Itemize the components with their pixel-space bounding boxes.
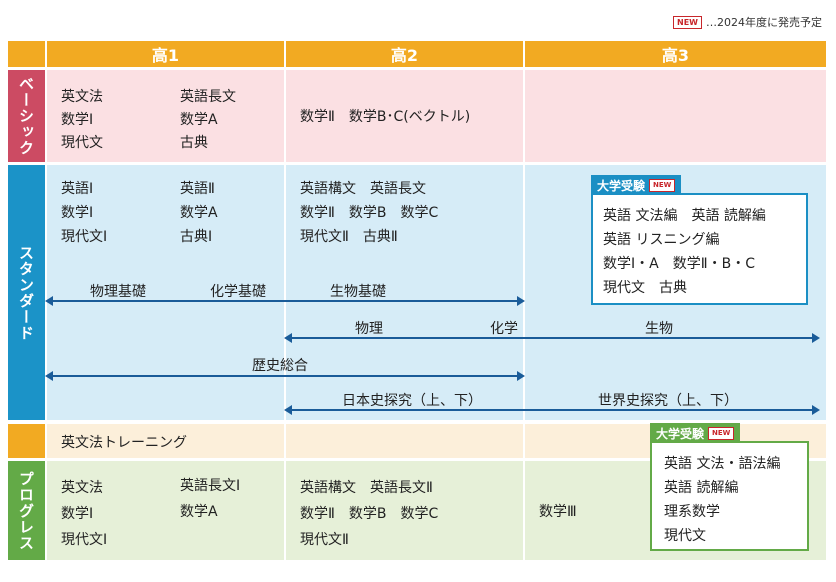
exam-item: 理系数学 [664, 504, 720, 520]
range-arrow-history-inquiry [284, 405, 820, 415]
exam-header-progress: 大学受験 NEW [650, 423, 741, 443]
basic-grade2-cell: 数学Ⅱ 数学B･C(ベクトル) [286, 70, 523, 162]
progress-grade1-cell: 英文法 英語長文Ⅰ 数学Ⅰ 数学A 現代文Ⅰ [47, 461, 284, 560]
basic-grade3-cell [525, 70, 826, 162]
standard-grade1-cell: 英語Ⅰ 英語Ⅱ 数学Ⅰ 数学A 現代文Ⅰ 古典Ⅰ [47, 165, 284, 420]
course-item: 数学Ⅲ [539, 504, 577, 520]
arrow-label: 化学基礎 [210, 284, 266, 300]
course-item: 数学A [180, 205, 218, 221]
course-item: 数学Ⅰ [61, 506, 94, 522]
course-item: 数学Ⅱ 数学B･C(ベクトル) [300, 109, 471, 125]
row-label-training [8, 424, 45, 458]
exam-item: 英語 読解編 [664, 480, 739, 496]
new-badge: NEW [649, 178, 676, 192]
course-item: 英文法 [61, 480, 103, 496]
standard-grade2-cell: 英語構文 英語長文 数学Ⅱ 数学B 数学C 現代文Ⅱ 古典Ⅱ [286, 165, 523, 420]
exam-item: 英語 リスニング編 [603, 232, 720, 248]
arrow-label: 歴史総合 [252, 358, 308, 374]
course-item: 数学Ⅰ [61, 205, 94, 221]
grade-header-1: 高1 [47, 41, 284, 67]
new-badge: NEW [708, 426, 735, 440]
course-item: 古典Ⅰ [180, 229, 213, 245]
arrow-label: 生物 [645, 321, 673, 337]
progress-grade2-cell: 英語構文 英語長文Ⅱ 数学Ⅱ 数学B 数学C 現代文Ⅱ [286, 461, 523, 560]
exam-item: 現代文 古典 [603, 280, 687, 296]
header-corner [8, 41, 45, 67]
course-item: 英語構文 英語長文 [300, 181, 426, 197]
grade-header-3: 高3 [525, 41, 826, 67]
course-item: 英語構文 英語長文Ⅱ [300, 480, 433, 496]
arrow-label: 日本史探究（上、下） [342, 393, 482, 409]
exam-item: 英語 文法・語法編 [664, 456, 781, 472]
row-label-basic: ベーシック [8, 70, 45, 162]
course-item: 英語長文 [180, 89, 236, 105]
range-arrow-history [45, 371, 525, 381]
exam-title: 大学受験 [597, 178, 646, 193]
exam-item: 英語 文法編 英語 読解編 [603, 208, 766, 224]
course-item: 数学A [180, 112, 218, 128]
exam-header-standard: 大学受験 NEW [591, 175, 682, 195]
row-label-standard: スタンダード [8, 165, 45, 420]
course-item: 現代文 [61, 135, 103, 151]
new-badge: NEW [673, 15, 702, 29]
arrow-label: 物理 [355, 321, 383, 337]
course-item: 数学Ⅰ [61, 112, 94, 128]
arrow-label: 世界史探究（上、下） [598, 393, 738, 409]
course-item: 数学Ⅱ 数学B 数学C [300, 205, 439, 221]
course-item: 現代文Ⅱ 古典Ⅱ [300, 229, 398, 245]
training-grade2-cell [286, 424, 523, 458]
grade-header-2: 高2 [286, 41, 523, 67]
course-item: 英語長文Ⅰ [180, 478, 241, 494]
basic-grade1-cell: 英文法 英語長文 数学Ⅰ 数学A 現代文 古典 [47, 70, 284, 162]
course-item: 英文法 [61, 89, 103, 105]
course-item: 英語Ⅱ [180, 181, 215, 197]
exam-item: 現代文 [664, 528, 706, 544]
training-grade1-cell: 英文法トレーニング [47, 424, 284, 458]
course-item: 古典 [180, 135, 208, 151]
exam-item: 数学Ⅰ・A 数学Ⅱ・B・C [603, 256, 755, 272]
course-item: 現代文Ⅰ [61, 532, 108, 548]
legend: NEW …2024年度に発売予定 [673, 14, 822, 30]
course-item: 数学Ⅱ 数学B 数学C [300, 506, 439, 522]
arrow-label: 化学 [490, 321, 518, 337]
arrow-label: 生物基礎 [330, 284, 386, 300]
exam-title: 大学受験 [656, 426, 705, 441]
row-label-progress: プログレス [8, 461, 45, 560]
exam-box-standard: 英語 文法編 英語 読解編 英語 リスニング編 数学Ⅰ・A 数学Ⅱ・B・C 現代… [591, 193, 808, 305]
exam-box-progress: 英語 文法・語法編 英語 読解編 理系数学 現代文 [650, 441, 809, 551]
arrow-label: 物理基礎 [90, 284, 146, 300]
range-arrow-sciences [284, 333, 820, 343]
course-item: 現代文Ⅱ [300, 532, 349, 548]
course-item: 現代文Ⅰ [61, 229, 108, 245]
course-item: 英文法トレーニング [61, 435, 187, 451]
course-item: 数学A [180, 504, 218, 520]
course-item: 英語Ⅰ [61, 181, 94, 197]
range-arrow-basics [45, 296, 525, 306]
legend-text: …2024年度に発売予定 [706, 16, 822, 29]
